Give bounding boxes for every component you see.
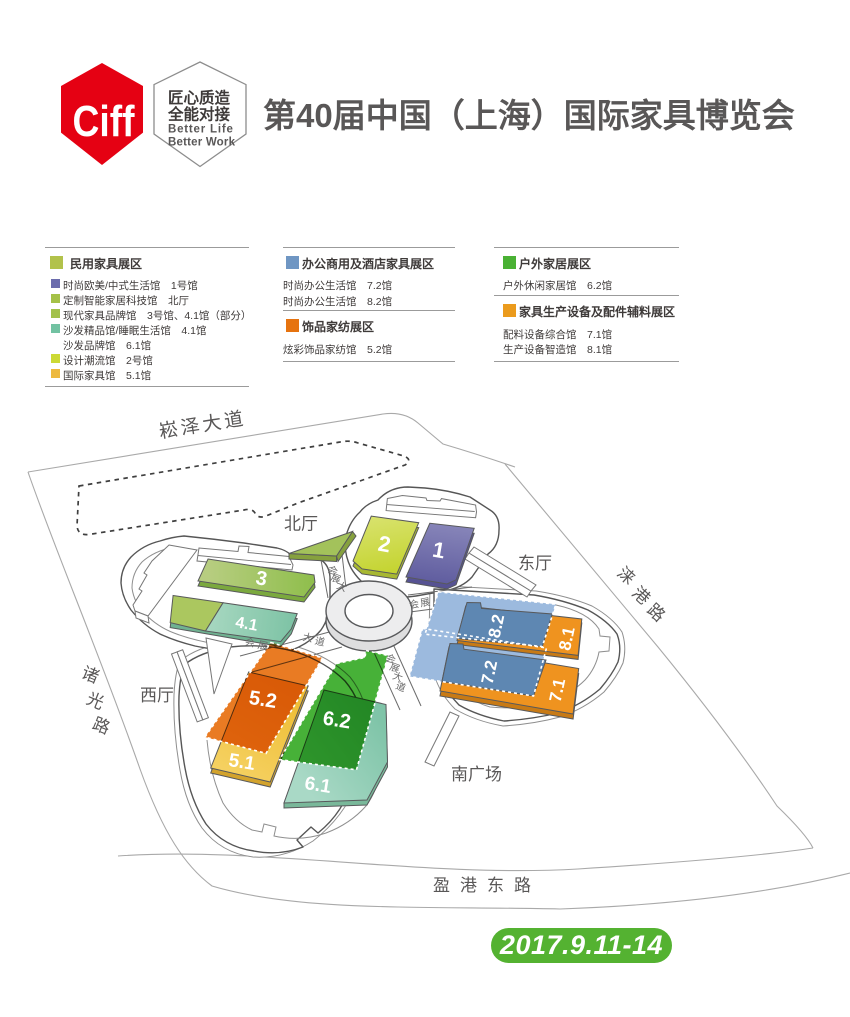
svg-text:6.1: 6.1: [303, 773, 333, 798]
svg-text:展: 展: [329, 571, 343, 586]
svg-text:全能对接: 全能对接: [167, 105, 231, 124]
svg-text:光: 光: [84, 689, 107, 713]
svg-text:7.2: 7.2: [478, 659, 501, 686]
svg-text:南广场: 南广场: [451, 765, 502, 784]
svg-text:6.2: 6.2: [321, 707, 352, 733]
svg-text:展: 展: [419, 596, 431, 610]
svg-text:涞: 涞: [613, 563, 638, 588]
svg-text:路: 路: [643, 600, 668, 625]
svg-text:路: 路: [90, 714, 113, 738]
svg-text:会: 会: [326, 563, 340, 579]
svg-text:大: 大: [335, 579, 349, 595]
svg-text:匠心质造: 匠心质造: [168, 88, 231, 107]
svg-text:东厅: 东厅: [518, 554, 552, 573]
svg-text:8.1: 8.1: [555, 625, 579, 652]
svg-text:北厅: 北厅: [284, 515, 318, 534]
svg-text:道: 道: [394, 679, 408, 695]
svg-text:展: 展: [388, 661, 402, 676]
svg-text:2: 2: [376, 531, 392, 558]
svg-text:西厅: 西厅: [140, 686, 174, 705]
svg-text:会: 会: [244, 635, 256, 650]
svg-text:5.1: 5.1: [227, 750, 257, 775]
svg-text:崧泽大道: 崧泽大道: [157, 407, 247, 442]
svg-text:1: 1: [431, 537, 447, 564]
svg-text:3: 3: [254, 567, 269, 591]
svg-text:7.1: 7.1: [546, 677, 570, 704]
svg-text:盈港东路: 盈港东路: [433, 876, 541, 895]
svg-text:大: 大: [302, 630, 314, 645]
svg-text:展: 展: [257, 639, 269, 653]
svg-text:Better Life: Better Life: [168, 124, 234, 136]
svg-text:8.2: 8.2: [485, 613, 508, 640]
svg-text:诸: 诸: [79, 663, 102, 687]
svg-text:Better Work: Better Work: [168, 137, 236, 149]
svg-text:港: 港: [628, 583, 653, 608]
svg-text:会: 会: [408, 597, 420, 612]
svg-text:道: 道: [314, 634, 326, 649]
svg-text:大: 大: [391, 669, 405, 685]
svg-text:Ciff: Ciff: [73, 97, 135, 146]
svg-text:会: 会: [384, 651, 398, 667]
svg-text:4.1: 4.1: [234, 614, 259, 635]
svg-text:5.2: 5.2: [247, 687, 278, 713]
